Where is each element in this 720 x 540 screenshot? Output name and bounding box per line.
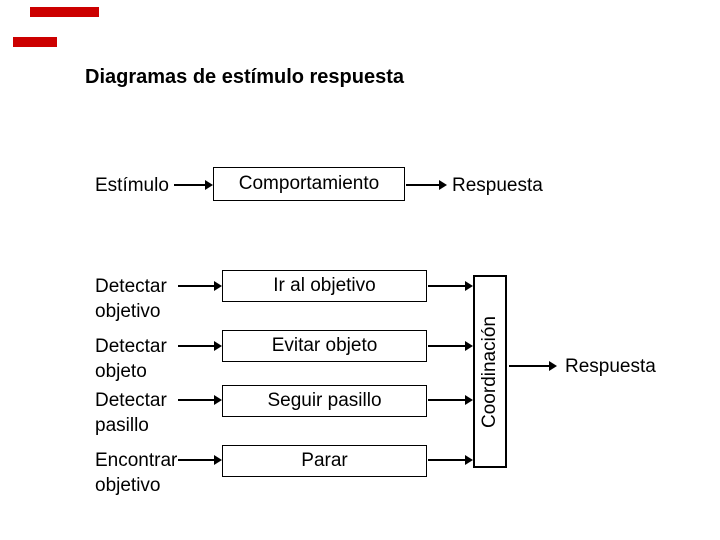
arrow-row1-in	[178, 281, 222, 291]
response-label-top: Respuesta	[452, 175, 543, 196]
coordination-box: Coordinación	[473, 275, 507, 468]
arrow-coordination-to-response	[509, 361, 557, 371]
stimulus-label-row2: Detectar objeto	[95, 334, 167, 384]
behavior-box-row3: Seguir pasillo	[222, 385, 427, 417]
arrow-behavior-to-response	[406, 180, 447, 190]
coordination-label: Coordinación	[479, 315, 500, 428]
behavior-box-row1: Ir al objetivo	[222, 270, 427, 302]
behavior-box-row4: Parar	[222, 445, 427, 477]
behavior-box: Comportamiento	[213, 167, 405, 201]
stimulus-label-row1: Detectar objetivo	[95, 274, 167, 324]
arrow-row4-out	[428, 455, 473, 465]
stimulus-label-row4: Encontrar objetivo	[95, 448, 177, 498]
stimulus-row2-line1: Detectar	[95, 336, 167, 357]
stimulus-row4-line1: Encontrar	[95, 450, 178, 471]
red-accent-bar-bottom	[13, 37, 57, 47]
stimulus-row2-line2: objeto	[95, 361, 147, 382]
behavior-box-row2: Evitar objeto	[222, 330, 427, 362]
arrow-row2-in	[178, 341, 222, 351]
stimulus-label: Estímulo	[95, 175, 169, 196]
slide-title: Diagramas de estímulo respuesta	[85, 66, 405, 88]
arrow-row2-out	[428, 341, 473, 351]
arrow-row1-out	[428, 281, 473, 291]
red-accent-bar-top	[30, 7, 99, 17]
stimulus-row4-line2: objetivo	[95, 475, 161, 496]
response-label-right: Respuesta	[565, 356, 656, 377]
arrow-stimulus-to-behavior	[174, 180, 213, 190]
stimulus-row1-line1: Detectar	[95, 276, 167, 297]
stimulus-label-row3: Detectar pasillo	[95, 388, 167, 438]
stimulus-row3-line1: Detectar	[95, 390, 167, 411]
arrow-row4-in	[178, 455, 222, 465]
arrow-row3-out	[428, 395, 473, 405]
arrow-row3-in	[178, 395, 222, 405]
stimulus-row3-line2: pasillo	[95, 415, 149, 436]
stimulus-row1-line2: objetivo	[95, 301, 161, 322]
